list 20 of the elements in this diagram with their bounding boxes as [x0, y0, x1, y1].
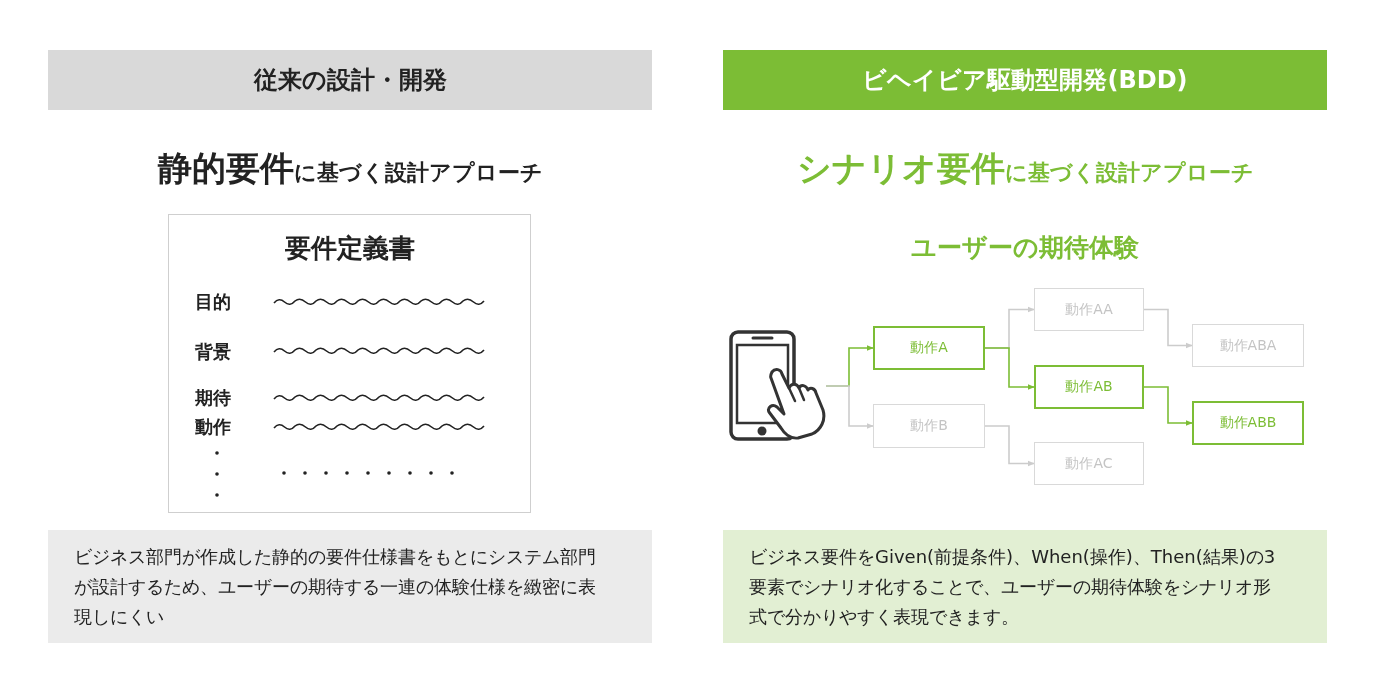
description-box: ビジネス部門が作成した静的の要件仕様書をもとにシステム部門が設計するため、ユーザーの期待する一連の体験仕様を緻密に表現しにくい — [48, 530, 652, 643]
arrow — [984, 347, 1035, 390]
row-label: 期待動作 — [195, 386, 232, 439]
subheading: 静的要件に基づく設計アプローチ — [156, 147, 544, 190]
arrow — [984, 425, 1035, 467]
arrow — [825, 385, 874, 429]
document-box — [168, 214, 531, 513]
subheading: シナリオ要件に基づく設計アプローチ — [795, 147, 1255, 190]
description-box: ビジネス要件をGiven(前提条件)、When(操作)、Then(結果)の3要素でシナリオ化することで、ユーザーの期待体験をシナリオ形式で分かりやすく表現できます。 — [723, 530, 1327, 643]
row-label: 背景 — [195, 340, 232, 364]
header-band: 従来の設計・開発 — [48, 50, 652, 110]
action-box: 動作AB — [1034, 365, 1144, 409]
arrow — [1143, 386, 1193, 426]
action-box: 動作ABB — [1192, 401, 1304, 445]
section-heading: ユーザーの期待体験 — [910, 232, 1140, 264]
document-title: 要件定義書 — [283, 232, 416, 265]
action-box: 動作A — [873, 326, 985, 370]
row-label: 目的 — [195, 290, 232, 314]
header-band: ビヘイビア駆動型開発(BDD) — [723, 50, 1327, 110]
arrow — [1143, 308, 1193, 349]
